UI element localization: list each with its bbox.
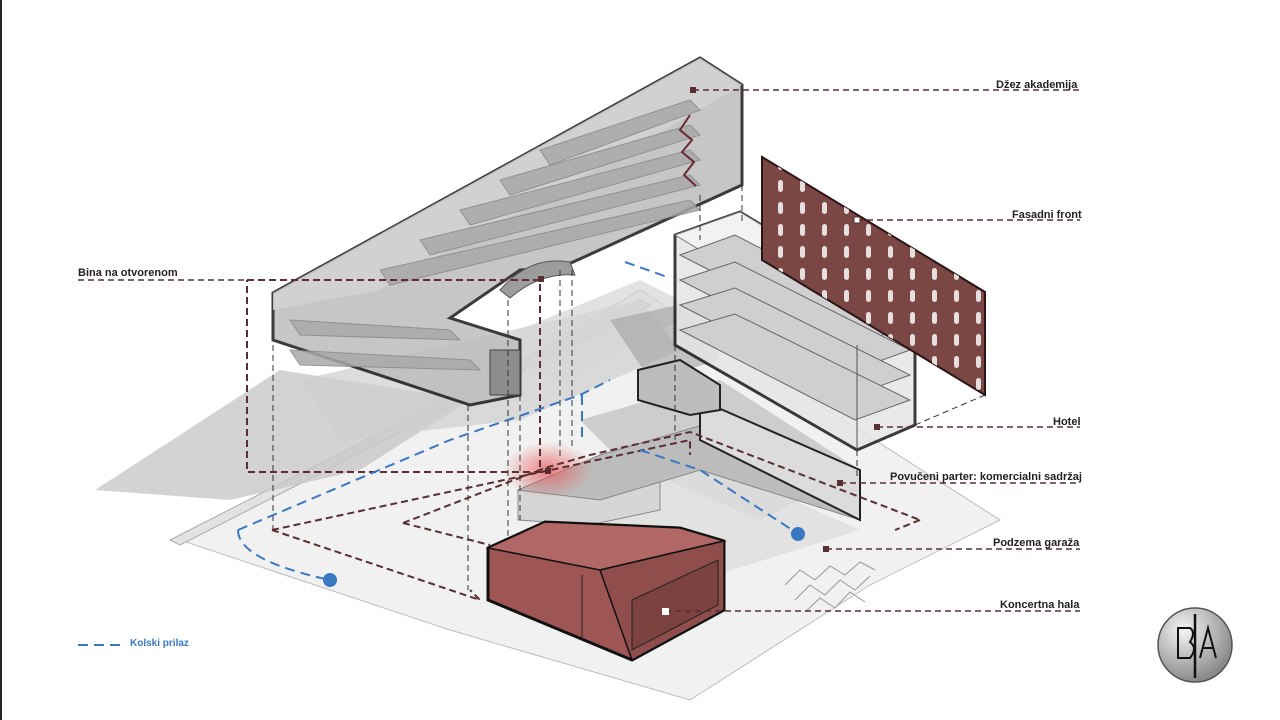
- route-end-marker-west: [323, 573, 337, 587]
- route-end-marker-east: [791, 527, 805, 541]
- leader-dots: [538, 87, 880, 615]
- label-dzez-akademija: Džez akademija: [996, 79, 1078, 91]
- label-koncertna-hala: Koncertna hala: [1000, 599, 1080, 611]
- label-povuceni-parter: Povučeni parter: komercialni sadržaj: [890, 471, 1082, 483]
- vehicle-access-route: [237, 261, 801, 581]
- label-podzema-garaza: Podzema garaža: [993, 537, 1080, 549]
- jazz-academy-building: [271, 56, 744, 407]
- concert-hall-building: [485, 520, 727, 662]
- zone-boundaries: [246, 279, 921, 601]
- left-border: [0, 0, 2, 720]
- podium-block: [516, 358, 861, 526]
- label-hotel: Hotel: [1053, 416, 1081, 428]
- stairs: [784, 561, 876, 613]
- label-fasadni-front: Fasadni front: [1012, 209, 1082, 221]
- ba-logo: [1156, 606, 1234, 684]
- label-bina-na-otvorenom: Bina na otvorenom: [78, 267, 178, 279]
- leader-lines: [78, 89, 1080, 612]
- legend-kolski-prilaz: Kolski prilaz: [130, 638, 189, 649]
